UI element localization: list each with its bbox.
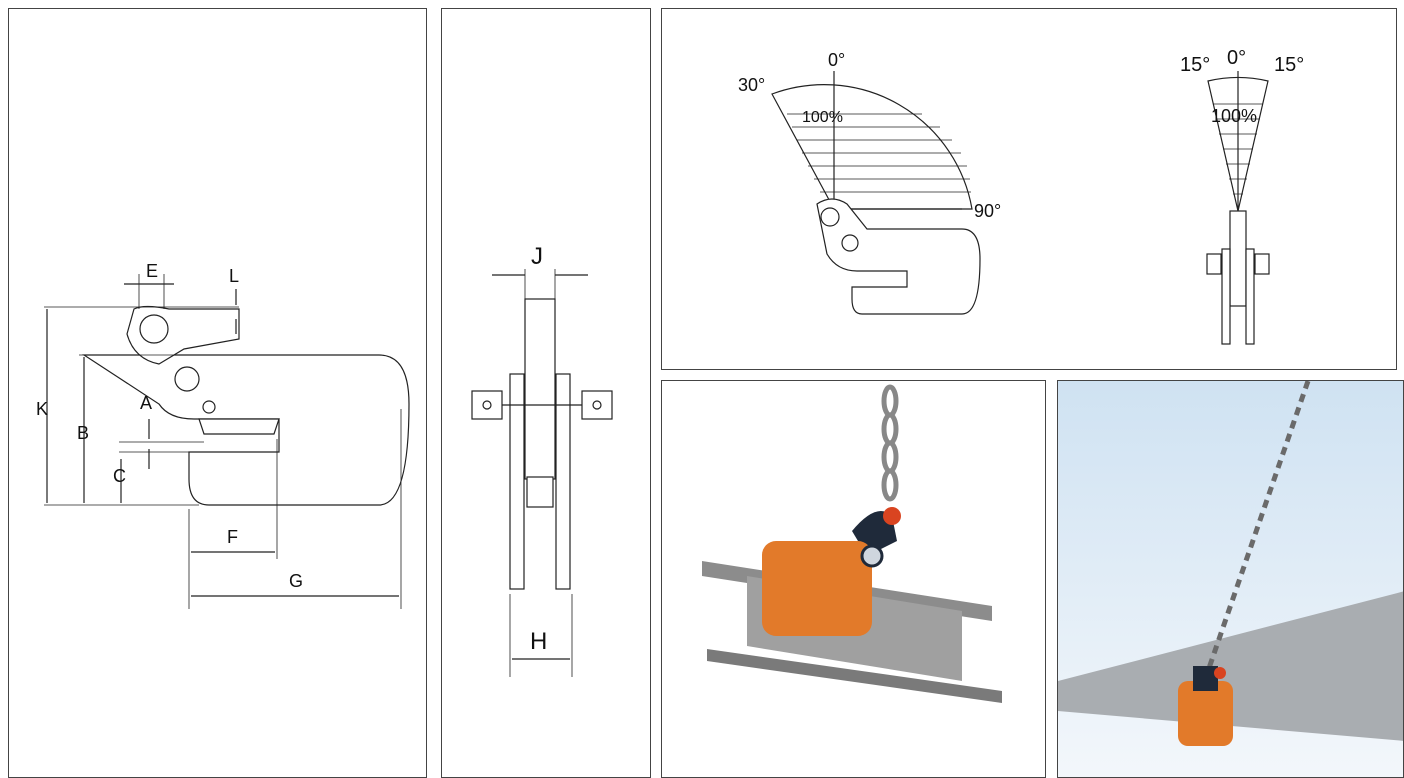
angle-right-hundred: 100% [1211,106,1257,126]
angle-diagrams: 0° 30° 100% 90° 15° 0° 15° 100% [738,47,1304,345]
angle-right-zero: 0° [1227,47,1246,69]
label-A: A [140,393,152,413]
photo-plate-panel [1057,380,1404,778]
label-E: E [146,261,158,281]
label-C: C [113,466,126,486]
angle-diagram-panel: 0° 30° 100% 90° 15° 0° 15° 100% [661,8,1397,370]
side-view-panel: E L K B A C F G [8,8,427,778]
side-view-drawing: E L K B A C F G [36,261,410,609]
angle-left-zero: 0° [828,50,845,70]
label-J: J [531,243,543,270]
front-view-drawing: J H [471,243,613,677]
label-H: H [530,628,547,655]
photo-ibeam-panel [661,380,1046,778]
front-view-panel: J H [441,8,651,778]
angle-left-thirty: 30° [738,75,765,95]
angle-left-ninety: 90° [974,201,1001,221]
label-F: F [227,527,238,547]
label-K: K [36,399,48,419]
angle-right-right15: 15° [1274,54,1304,76]
clamp-on-i-beam-photo [662,381,1045,777]
angle-left-hundred: 100% [802,109,843,126]
label-L: L [229,266,239,286]
clamp-on-plate-photo [1058,381,1403,777]
angle-right-left15: 15° [1180,54,1210,76]
label-B: B [77,423,89,443]
label-G: G [289,571,303,591]
